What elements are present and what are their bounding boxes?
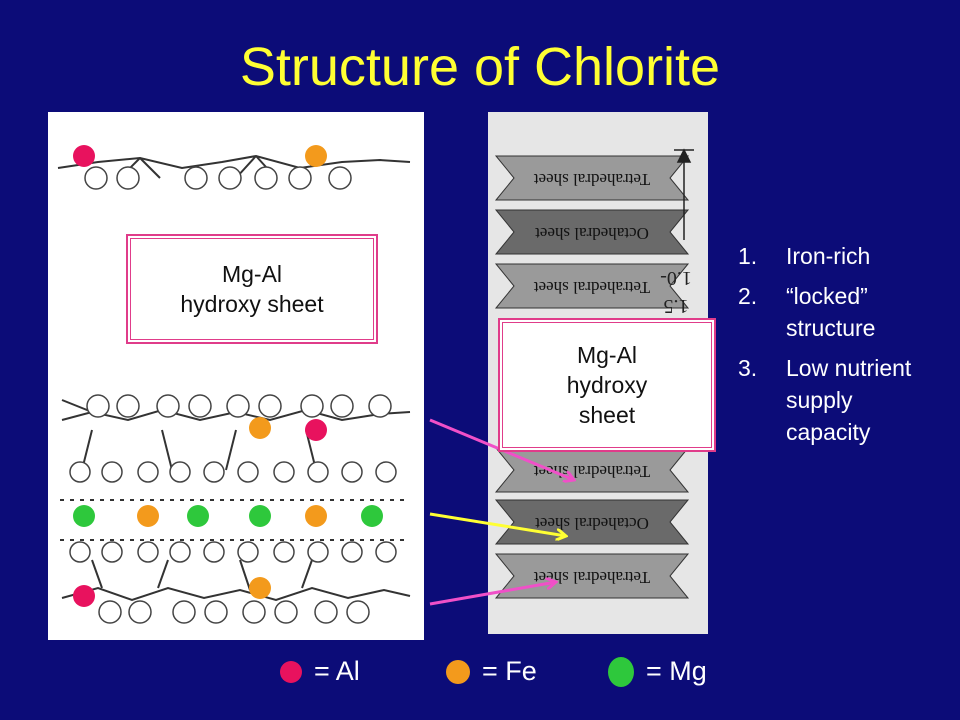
sheet-label: Tetrahedral sheet — [534, 568, 651, 587]
feature-text: “locked” structure — [786, 283, 876, 341]
mg-dot-icon — [608, 656, 634, 687]
sheet-label: Octahedral sheet — [535, 514, 649, 533]
sheet-label: Tetrahedral sheet — [534, 170, 651, 189]
mg-atoms — [73, 505, 383, 527]
sheet-labels: Tetrahedral sheet Octahedral sheet Tetra… — [534, 170, 651, 587]
callout-text: Mg-Al — [576, 342, 638, 368]
feature-list: 1. Iron-rich 2. “locked” structure 3. Lo… — [738, 240, 938, 456]
legend: = Al = Fe = Mg — [0, 656, 960, 696]
callout-text: hydroxy sheet — [180, 291, 324, 317]
callout-hydroxy-sheet-right: Mg-Al hydroxy sheet — [498, 318, 716, 452]
scale-label: 1.0- — [660, 267, 692, 289]
callout-hydroxy-sheet-left: Mg-Al hydroxy sheet — [126, 234, 378, 344]
al-dot-icon — [280, 660, 302, 683]
legend-item-al: = Al — [280, 656, 360, 687]
callout-text: hydroxy — [566, 372, 648, 398]
sheet-label: Tetrahedral sheet — [534, 278, 651, 297]
slide-title: Structure of Chlorite — [239, 37, 721, 97]
feature-item: 3. Low nutrient supply capacity — [738, 352, 938, 448]
legend-item-fe: = Fe — [446, 656, 537, 687]
lower-oxygen-row — [98, 600, 370, 624]
feature-text: Iron-rich — [786, 243, 871, 269]
arrow-octahedral — [429, 512, 566, 536]
legend-label: = Al — [314, 656, 360, 686]
feature-number: 1. — [738, 243, 758, 269]
arrow-lower-tetrahedral — [429, 582, 556, 606]
sheet-label: Octahedral sheet — [535, 224, 649, 243]
scale-bar — [674, 148, 694, 240]
upper-oxygen-row — [86, 394, 392, 418]
feature-item: 1. Iron-rich — [738, 240, 938, 272]
feature-text: Low nutrient supply capacity — [786, 355, 912, 445]
fe-atoms — [137, 145, 327, 599]
feature-number: 3. — [738, 355, 758, 381]
legend-item-mg: = Mg — [608, 656, 707, 687]
al-atoms — [73, 145, 327, 607]
fe-dot-icon — [446, 659, 470, 684]
legend-label: = Fe — [482, 656, 537, 686]
scale-label: 1.5 — [664, 295, 689, 317]
top-oxygen-row — [84, 166, 352, 190]
legend-label: = Mg — [646, 656, 707, 686]
lower-tot-lines — [60, 399, 411, 602]
callout-text: Mg-Al — [221, 261, 283, 287]
sheet-stack — [494, 155, 690, 599]
feature-item: 2. “locked” structure — [738, 280, 938, 344]
callout-text: sheet — [578, 402, 636, 428]
octahedral-oxygen-rows — [69, 461, 397, 563]
feature-number: 2. — [738, 283, 758, 309]
